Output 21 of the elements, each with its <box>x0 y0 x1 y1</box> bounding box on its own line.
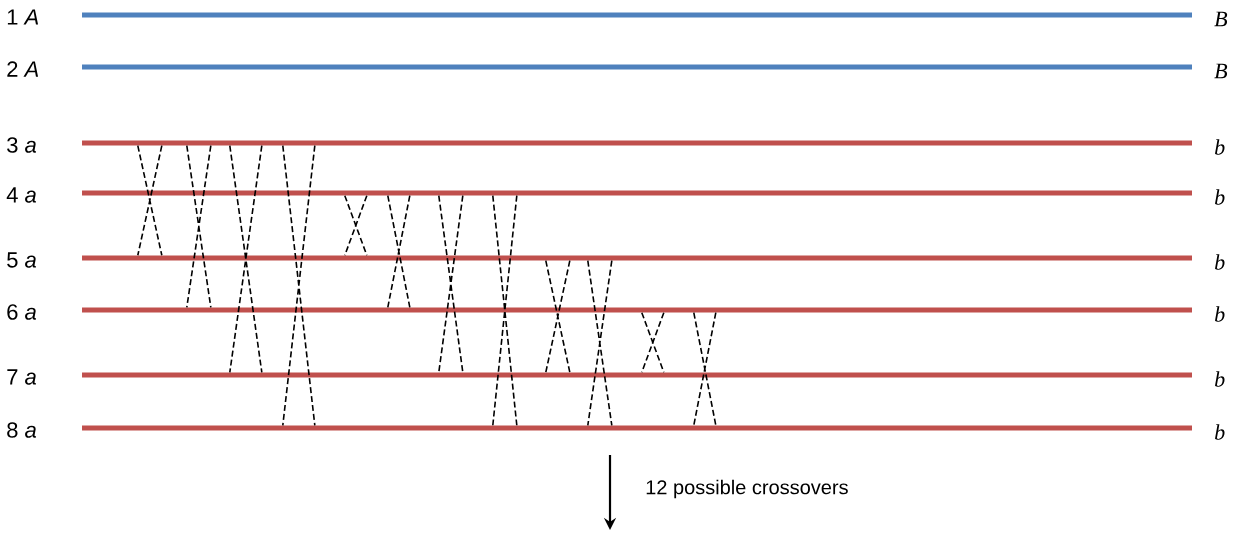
crossover-mark <box>282 144 316 427</box>
crossover-mark <box>545 259 571 374</box>
crossover-mark <box>344 194 368 257</box>
chromosome-line: 6 a b <box>7 304 1225 322</box>
crossover-mark <box>229 144 263 374</box>
crossover-mark <box>587 259 613 427</box>
chromosome-line: 3 a b <box>7 137 1225 155</box>
chromosome-line: 1 A B <box>7 9 1228 27</box>
chromosome-line: 2 A B <box>7 61 1228 79</box>
crossover-mark <box>492 194 518 427</box>
crossover-mark <box>641 311 665 374</box>
chromosome-line: 4 a b <box>6 187 1225 205</box>
crossover-mark <box>387 194 411 309</box>
caption-text: 12 possible crossovers <box>646 479 848 499</box>
crossover-mark <box>137 144 163 257</box>
crossover-mark <box>438 194 464 374</box>
chromosome-line: 8 a b <box>7 422 1225 440</box>
chromosome-line: 7 a b <box>7 369 1225 387</box>
crossover-mark <box>186 144 212 309</box>
chromosome-line: 5 a b <box>7 252 1225 270</box>
crossover-mark <box>693 311 717 427</box>
